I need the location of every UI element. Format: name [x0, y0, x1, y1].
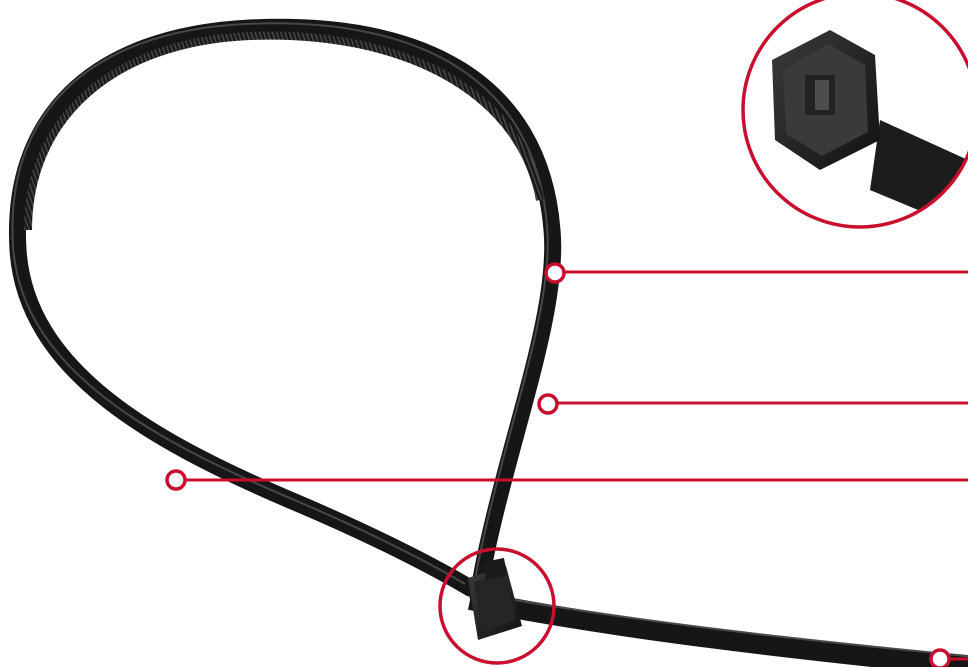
marker-ring-icon — [167, 471, 185, 489]
head-detail-zoom — [740, 0, 968, 240]
callouts — [167, 264, 968, 667]
tie-tail — [470, 592, 968, 667]
tie-loop — [12, 23, 552, 596]
marker-ring-icon — [539, 395, 557, 413]
marker-ring-icon — [546, 264, 564, 282]
marker-ring-icon — [931, 650, 949, 667]
